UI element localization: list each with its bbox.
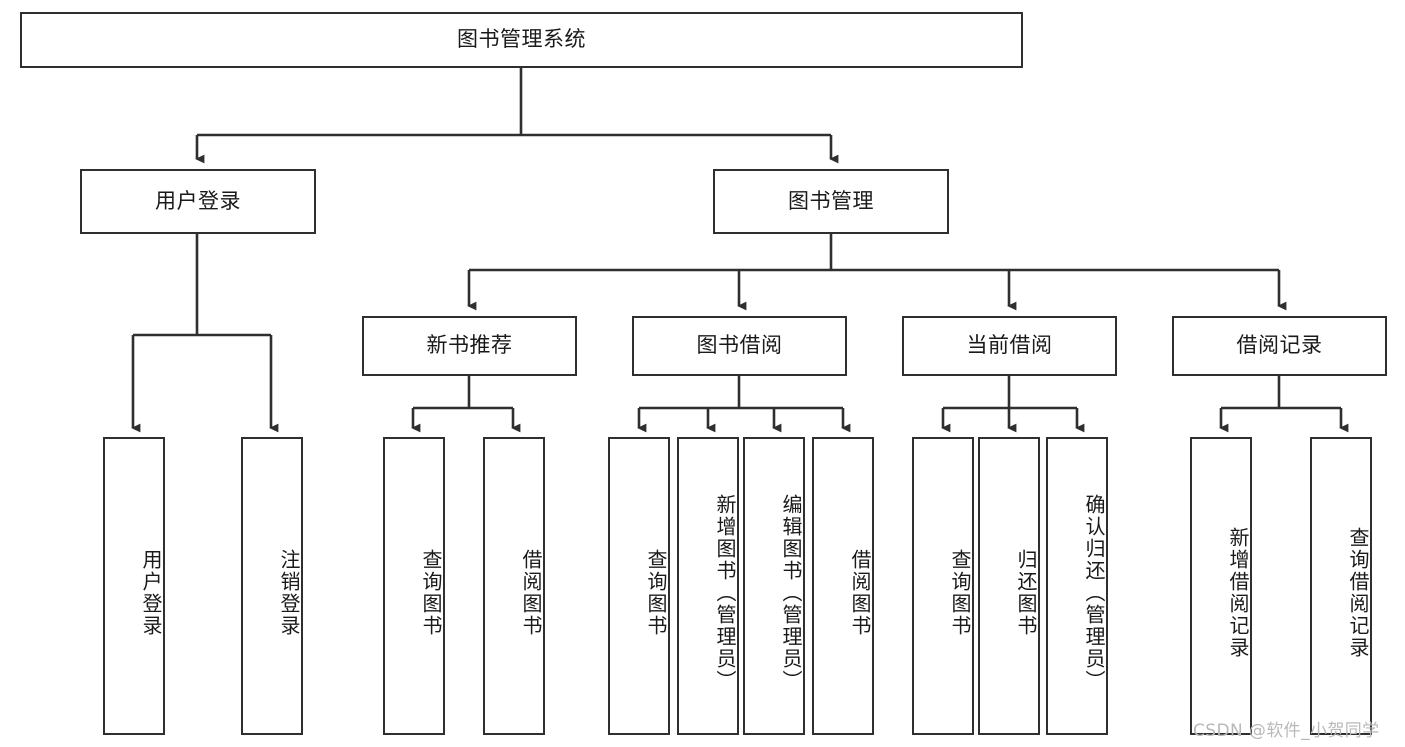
leaf-current-query-book[interactable]: 查询图书 [912,437,974,735]
node-label: 借阅图书 [848,549,872,637]
node-label: 归还图书 [1014,549,1038,637]
node-book-borrow[interactable]: 图书借阅 [632,316,847,376]
leaf-new-book-query[interactable]: 查询图书 [383,437,445,735]
node-label: 注销登录 [277,549,301,637]
node-user-login[interactable]: 用户登录 [80,169,316,234]
node-label: 当前借阅 [966,333,1053,358]
node-label: 用户登录 [155,188,241,213]
node-label: 图书管理系统 [457,27,586,52]
leaf-record-query[interactable]: 查询借阅记录 [1310,437,1372,735]
leaf-borrow-add-book[interactable]: 新增图书（管理员） [677,437,739,735]
leaf-borrow-borrow-book[interactable]: 借阅图书 [812,437,874,735]
node-label: 借阅图书 [519,549,543,637]
node-book-management[interactable]: 图书管理 [713,169,949,234]
leaf-borrow-query-book[interactable]: 查询图书 [608,437,670,735]
node-label: 查询图书 [948,549,972,637]
node-label: 查询借阅记录 [1346,527,1370,659]
node-label: 新增图书（管理员） [713,494,737,692]
node-label: 图书管理 [788,188,874,213]
node-label: 用户登录 [139,549,163,637]
leaf-user-login-logout[interactable]: 注销登录 [241,437,303,735]
node-root-system[interactable]: 图书管理系统 [20,12,1023,68]
node-label: 确认归还（管理员） [1082,494,1106,692]
node-borrow-record[interactable]: 借阅记录 [1172,316,1387,376]
leaf-new-book-borrow[interactable]: 借阅图书 [483,437,545,735]
node-label: 借阅记录 [1236,333,1323,358]
node-label: 新书推荐 [426,333,513,358]
leaf-record-add[interactable]: 新增借阅记录 [1190,437,1252,735]
node-label: 新增借阅记录 [1226,527,1250,659]
leaf-borrow-edit-book[interactable]: 编辑图书（管理员） [743,437,805,735]
leaf-user-login-login[interactable]: 用户登录 [103,437,165,735]
leaf-current-return-book[interactable]: 归还图书 [978,437,1040,735]
node-label: 查询图书 [419,549,443,637]
node-current-borrow[interactable]: 当前借阅 [902,316,1117,376]
node-label: 图书借阅 [696,333,783,358]
leaf-current-confirm-return[interactable]: 确认归还（管理员） [1046,437,1108,735]
node-label: 查询图书 [644,549,668,637]
node-label: 编辑图书（管理员） [779,494,803,692]
node-new-book-recommend[interactable]: 新书推荐 [362,316,577,376]
csdn-watermark: CSDN @软件_小贺同学 [1193,721,1380,741]
